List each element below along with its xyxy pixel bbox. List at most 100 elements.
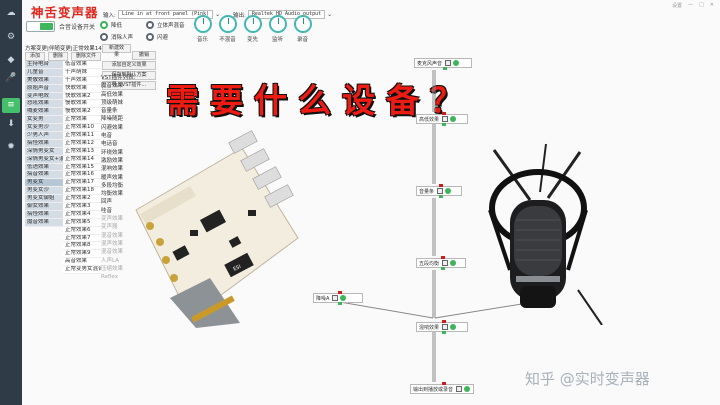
vst-plugin-item[interactable]: 压缩效果 xyxy=(101,265,124,272)
input-port[interactable] xyxy=(441,256,445,259)
node-active-icon[interactable] xyxy=(464,386,471,392)
cloud-icon[interactable]: ☁ xyxy=(6,8,16,18)
settings-link[interactable]: 设置 xyxy=(672,3,683,9)
effect-list-item[interactable]: 正常效果5 xyxy=(63,218,101,227)
scheme-list-item[interactable]: 主持电台 xyxy=(25,61,63,69)
effect-list-item[interactable]: 正常效果13 xyxy=(63,147,101,156)
scheme-list-item[interactable]: 搞音效果 xyxy=(25,171,63,180)
delete-button[interactable]: 删除 xyxy=(48,52,69,61)
new-effect-button[interactable]: 新建效果 xyxy=(102,44,131,58)
vst-plugin-item[interactable]: 魔音效果 xyxy=(101,83,124,90)
knob-no-mix[interactable]: 不混音 xyxy=(218,15,237,43)
scheme-list-item[interactable]: 深情男变女 xyxy=(25,147,63,156)
node-mic[interactable]: 麦克风声音 xyxy=(414,58,472,70)
download-icon[interactable]: ⬇ xyxy=(7,119,15,129)
add-button[interactable]: 添加 xyxy=(25,52,46,61)
node-settings-icon[interactable] xyxy=(445,60,452,66)
scheme-list-item[interactable]: 喊麦效果 xyxy=(25,108,63,117)
scheme-list-item[interactable]: 男变女沙 xyxy=(25,187,63,196)
input-port[interactable] xyxy=(442,382,446,385)
vst-plugin-item[interactable]: 高低效果 xyxy=(101,91,124,98)
vst-plugin-item[interactable]: 激励效果 xyxy=(101,157,124,164)
effect-list-item[interactable]: 正常变男女混合混响 xyxy=(63,266,101,275)
radio-stereo-mix[interactable]: 立体声混音 xyxy=(146,21,185,29)
vst-plugin-item[interactable]: 电音 xyxy=(101,133,113,140)
effect-list-item[interactable]: 正常效果17 xyxy=(63,179,101,188)
vst-plugin-item[interactable]: 变声效果 xyxy=(101,216,124,223)
add-custom-effect-button[interactable]: 添加自定义效果 xyxy=(102,61,156,70)
scheme-list-item[interactable]: 深情男变女+混响 xyxy=(25,155,63,164)
effect-list-item[interactable]: 千声萌妹 xyxy=(63,68,101,77)
scheme-list-item[interactable]: 变声电效 xyxy=(25,92,63,101)
microphone-icon[interactable]: 🎤 xyxy=(5,73,17,83)
radio-remove-vocal[interactable]: 消除人声 xyxy=(100,33,133,41)
vst-plugin-item[interactable]: 混音效果 xyxy=(101,232,124,239)
effect-list-item[interactable]: 正常效果12 xyxy=(63,139,101,148)
effect-list-item[interactable]: 低音效果 xyxy=(63,61,101,69)
output-port[interactable] xyxy=(338,302,342,305)
vst-plugin-item[interactable]: 混响效果 xyxy=(101,166,124,173)
node-active-icon[interactable] xyxy=(445,188,452,194)
node-eq[interactable]: 五段均衡 xyxy=(416,256,466,270)
settings-icon[interactable]: ≡ xyxy=(2,98,20,113)
node-settings-icon[interactable] xyxy=(456,386,463,392)
effect-list-item[interactable]: 正常效果8 xyxy=(63,242,101,251)
effect-list-item[interactable]: 正常效果11 xyxy=(63,132,101,140)
knob-dial-icon[interactable] xyxy=(193,15,212,33)
input-device-select[interactable]: Line in at front panel (Pink) xyxy=(117,10,214,19)
delete-file-button[interactable]: 删除文件 xyxy=(71,52,102,61)
scheme-list-item[interactable]: 美敬效果 xyxy=(25,76,63,85)
knob-dial-icon[interactable] xyxy=(268,15,287,33)
knob-dial-icon[interactable] xyxy=(243,15,262,33)
knob-dial-icon[interactable] xyxy=(218,15,237,33)
scheme-list-item[interactable]: 男变女 xyxy=(25,179,63,188)
effect-list-item[interactable]: 正常效果9 xyxy=(63,250,101,259)
scheme-list-item[interactable]: 少男人声 xyxy=(25,132,63,140)
input-port[interactable] xyxy=(442,320,446,323)
vst-plugin-item[interactable]: 回声 xyxy=(101,199,113,206)
effect-list-item[interactable]: 正常效果2 xyxy=(63,195,101,204)
close-icon[interactable]: ✕ xyxy=(709,2,714,8)
vst-plugin-item[interactable]: 闪避效果 xyxy=(101,124,124,131)
node-settings-icon[interactable] xyxy=(442,116,449,122)
vst-plugin-item[interactable]: 顶级萌妹 xyxy=(101,99,124,106)
scheme-list-item[interactable]: 怒吼效果 xyxy=(25,100,63,109)
output-port[interactable] xyxy=(439,195,443,198)
output-port[interactable] xyxy=(441,267,445,270)
save-default-button[interactable]: 保存到默认方案 xyxy=(102,71,156,80)
scheme-tabs[interactable]: 方案变更|伴随变更|正常效果14 xyxy=(25,46,102,52)
node-active-icon[interactable] xyxy=(450,116,457,122)
node-settings-icon[interactable] xyxy=(442,324,449,330)
vst-plugin-item[interactable]: 多段均衡 xyxy=(101,182,124,189)
vst-plugin-item[interactable]: 人声LA xyxy=(101,257,119,264)
scheme-list-item[interactable]: 搞怪效果 xyxy=(25,139,63,148)
node-output[interactable]: 输出到播放或录音 xyxy=(410,382,474,394)
effect-list-item[interactable]: 快歌效果 xyxy=(63,84,101,93)
radio-ducking[interactable]: 闪避 xyxy=(146,33,185,41)
effect-list-item[interactable]: 正常效果15 xyxy=(63,163,101,172)
shield-icon[interactable]: ◆ xyxy=(7,55,15,65)
effect-list-item[interactable]: 正常效果3 xyxy=(63,203,101,211)
node-volume[interactable]: 音量条 xyxy=(416,184,462,198)
node-settings-icon[interactable] xyxy=(442,260,449,266)
import-vst-button[interactable]: 导入VST插件... xyxy=(102,81,156,90)
effect-list-item[interactable]: 慢歌效果 xyxy=(63,100,101,109)
chevron-down-icon[interactable]: ⌄ xyxy=(215,11,221,18)
node-noise[interactable]: 降噪A xyxy=(313,291,363,305)
effect-list-item[interactable]: 千声效果 xyxy=(63,76,101,85)
input-port[interactable] xyxy=(338,291,342,294)
knob-record[interactable]: 录音 xyxy=(293,15,312,43)
vst-plugin-item[interactable]: 降噪随距 xyxy=(101,116,124,123)
vst-plugin-item[interactable]: 变声器 xyxy=(101,224,118,231)
effect-list-item[interactable]: 正常效果18 xyxy=(63,187,101,196)
output-port[interactable] xyxy=(442,123,446,126)
effect-list-item[interactable]: 正常效果4 xyxy=(63,210,101,219)
node-reverb[interactable]: 混响效果 xyxy=(416,320,468,334)
node-hilo[interactable]: 高低效果 xyxy=(416,112,468,126)
vst-plugin-item[interactable]: 混音效果 xyxy=(101,249,124,256)
effect-list-item[interactable]: 快歌效果2 xyxy=(63,92,101,101)
effect-list-item[interactable]: 正常效果14 xyxy=(63,155,101,164)
vst-plugin-item[interactable]: 环绕效果 xyxy=(101,149,124,156)
scheme-list-item[interactable]: 低语效果 xyxy=(25,163,63,172)
effect-list-item[interactable]: 慢歌效果2 xyxy=(63,108,101,117)
